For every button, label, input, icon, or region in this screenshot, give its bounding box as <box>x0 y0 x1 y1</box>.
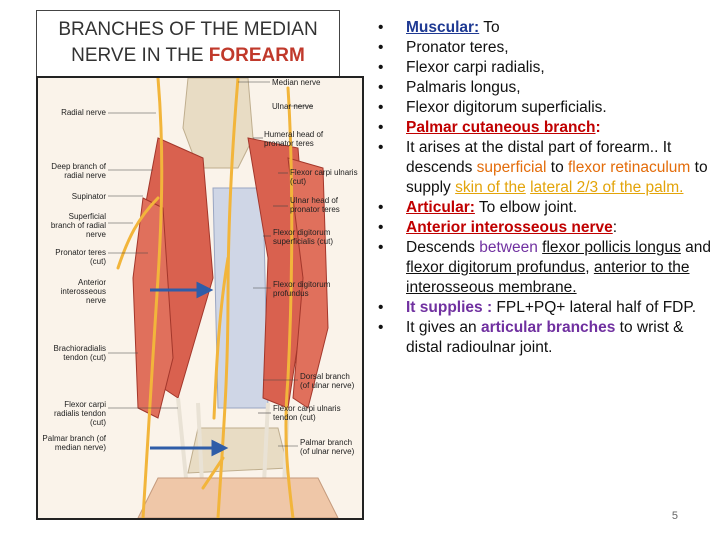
slide-title: BRANCHES OF THE MEDIAN NERVE IN THE FORE… <box>36 10 340 80</box>
b10-anterior-membrane: anterior to the interosseous membrane. <box>406 259 690 296</box>
bullet-pronator-teres: Pronator teres, <box>378 38 718 58</box>
bullet-flexor-carpi-radialis: Flexor carpi radialis, <box>378 58 718 78</box>
anterior-interosseous-colon: : <box>612 219 618 236</box>
anterior-interosseous-label: Anterior interosseous nerve <box>406 219 613 236</box>
articular-label: Articular: <box>406 199 475 216</box>
label-superficial-branch-radial: Superficial branch of radial nerve <box>50 212 106 239</box>
label-palmar-branch-median: Palmar branch (of median nerve) <box>42 434 106 452</box>
muscular-rest: To <box>479 19 500 36</box>
b7-skin-of-the: skin of the <box>455 179 526 196</box>
label-deep-branch-radial: Deep branch of radial nerve <box>51 162 106 180</box>
b7-flexor-retinaculum: flexor retinaculum <box>568 159 691 176</box>
palmar-cutaneous-label: Palmar cutaneous branch <box>406 119 596 136</box>
it-supplies-rest: FPL+PQ+ lateral half of FDP. <box>492 299 697 316</box>
b10-text-a: Descends <box>406 239 480 256</box>
label-flexor-carpi-ulnaris-tendon: Flexor carpi ulnaris tendon (cut) <box>273 404 341 422</box>
bullet-it-supplies: It supplies : FPL+PQ+ lateral half of FD… <box>378 298 718 318</box>
bullet-palmaris-longus: Palmaris longus, <box>378 78 718 98</box>
label-brachioradialis-tendon: Brachioradialis tendon (cut) <box>53 344 106 362</box>
b10-and: and <box>680 239 712 256</box>
label-median-nerve: Median nerve <box>272 78 321 87</box>
label-flexor-carpi-radialis-tendon: Flexor carpi radialis tendon (cut) <box>53 400 106 427</box>
b7-superficial: superficial <box>476 159 547 176</box>
bullet-anterior-interosseous: Anterior interosseous nerve: <box>378 218 718 238</box>
title-highlight: FOREARM <box>208 45 305 66</box>
label-anterior-interosseous-nerve: Anterior interosseous nerve <box>60 278 106 305</box>
b10-fdp: flexor digitorum profundus <box>406 259 586 276</box>
b12-text-c: to wrist & distal radioulnar joint. <box>406 319 684 356</box>
label-flexor-digitorum-superficialis-cut: Flexor digitorum superficialis (cut) <box>273 228 334 246</box>
b12-articular-branches: articular branches <box>480 319 616 336</box>
bullet-articular: Articular: To elbow joint. <box>378 198 718 218</box>
bullet-palmar-cutaneous-branch: Palmar cutaneous branch: <box>378 118 718 138</box>
b7-text-e: to supply <box>406 159 708 196</box>
label-flexor-carpi-ulnaris-cut: Flexor carpi ulnaris (cut) <box>290 168 358 186</box>
page-number: 5 <box>671 510 678 522</box>
bullet-descends: Descends between flexor pollicis longus … <box>378 238 718 298</box>
forearm-illustration <box>38 78 362 518</box>
bullet-palmar-cutaneous-desc: It arises at the distal part of forearm.… <box>378 138 718 198</box>
label-palmar-branch-ulnar: Palmar branch (of ulnar nerve) <box>300 438 355 456</box>
b7-text-c: to <box>546 159 568 176</box>
it-supplies-label: It supplies : <box>406 299 493 316</box>
branches-list: Muscular: To Pronator teres, Flexor carp… <box>378 18 718 358</box>
title-line-2-prefix: NERVE IN THE <box>71 45 209 66</box>
label-ulnar-nerve: Ulnar nerve <box>272 102 314 111</box>
b12-text-a: It gives an <box>406 319 481 336</box>
b10-fpl: flexor pollicis longus <box>542 239 681 256</box>
bullet-flexor-digitorum-superficialis: Flexor digitorum superficialis. <box>378 98 718 118</box>
b10-between: between <box>479 239 538 256</box>
forearm-anatomy-figure: Median nerve Ulnar nerve Humeral head of… <box>36 76 364 520</box>
palmar-cutaneous-colon: : <box>595 119 601 136</box>
b10-comma: , <box>585 259 594 276</box>
title-line-1: BRANCHES OF THE MEDIAN <box>58 19 318 40</box>
b7-lateral-palm: lateral 2/3 of the palm. <box>530 179 684 196</box>
label-dorsal-branch-ulnar: Dorsal branch (of ulnar nerve) <box>300 372 355 390</box>
articular-rest: To elbow joint. <box>474 199 578 216</box>
b7-text-a: It arises at the distal part of forearm.… <box>406 139 672 176</box>
label-pronator-teres-cut: Pronator teres (cut) <box>55 248 106 266</box>
label-humeral-head-pronator-teres: Humeral head of pronator teres <box>264 130 324 148</box>
bullet-articular-branches: It gives an articular branches to wrist … <box>378 318 718 358</box>
bullet-muscular: Muscular: To <box>378 18 718 38</box>
label-flexor-digitorum-profundus: Flexor digitorum profundus <box>273 280 331 298</box>
label-supinator: Supinator <box>71 192 106 201</box>
label-ulnar-head-pronator-teres: Ulnar head of pronator teres <box>290 196 340 214</box>
label-radial-nerve: Radial nerve <box>61 108 106 117</box>
title-line-2: NERVE IN THE FOREARM <box>37 43 339 69</box>
muscular-label: Muscular: <box>406 19 480 36</box>
